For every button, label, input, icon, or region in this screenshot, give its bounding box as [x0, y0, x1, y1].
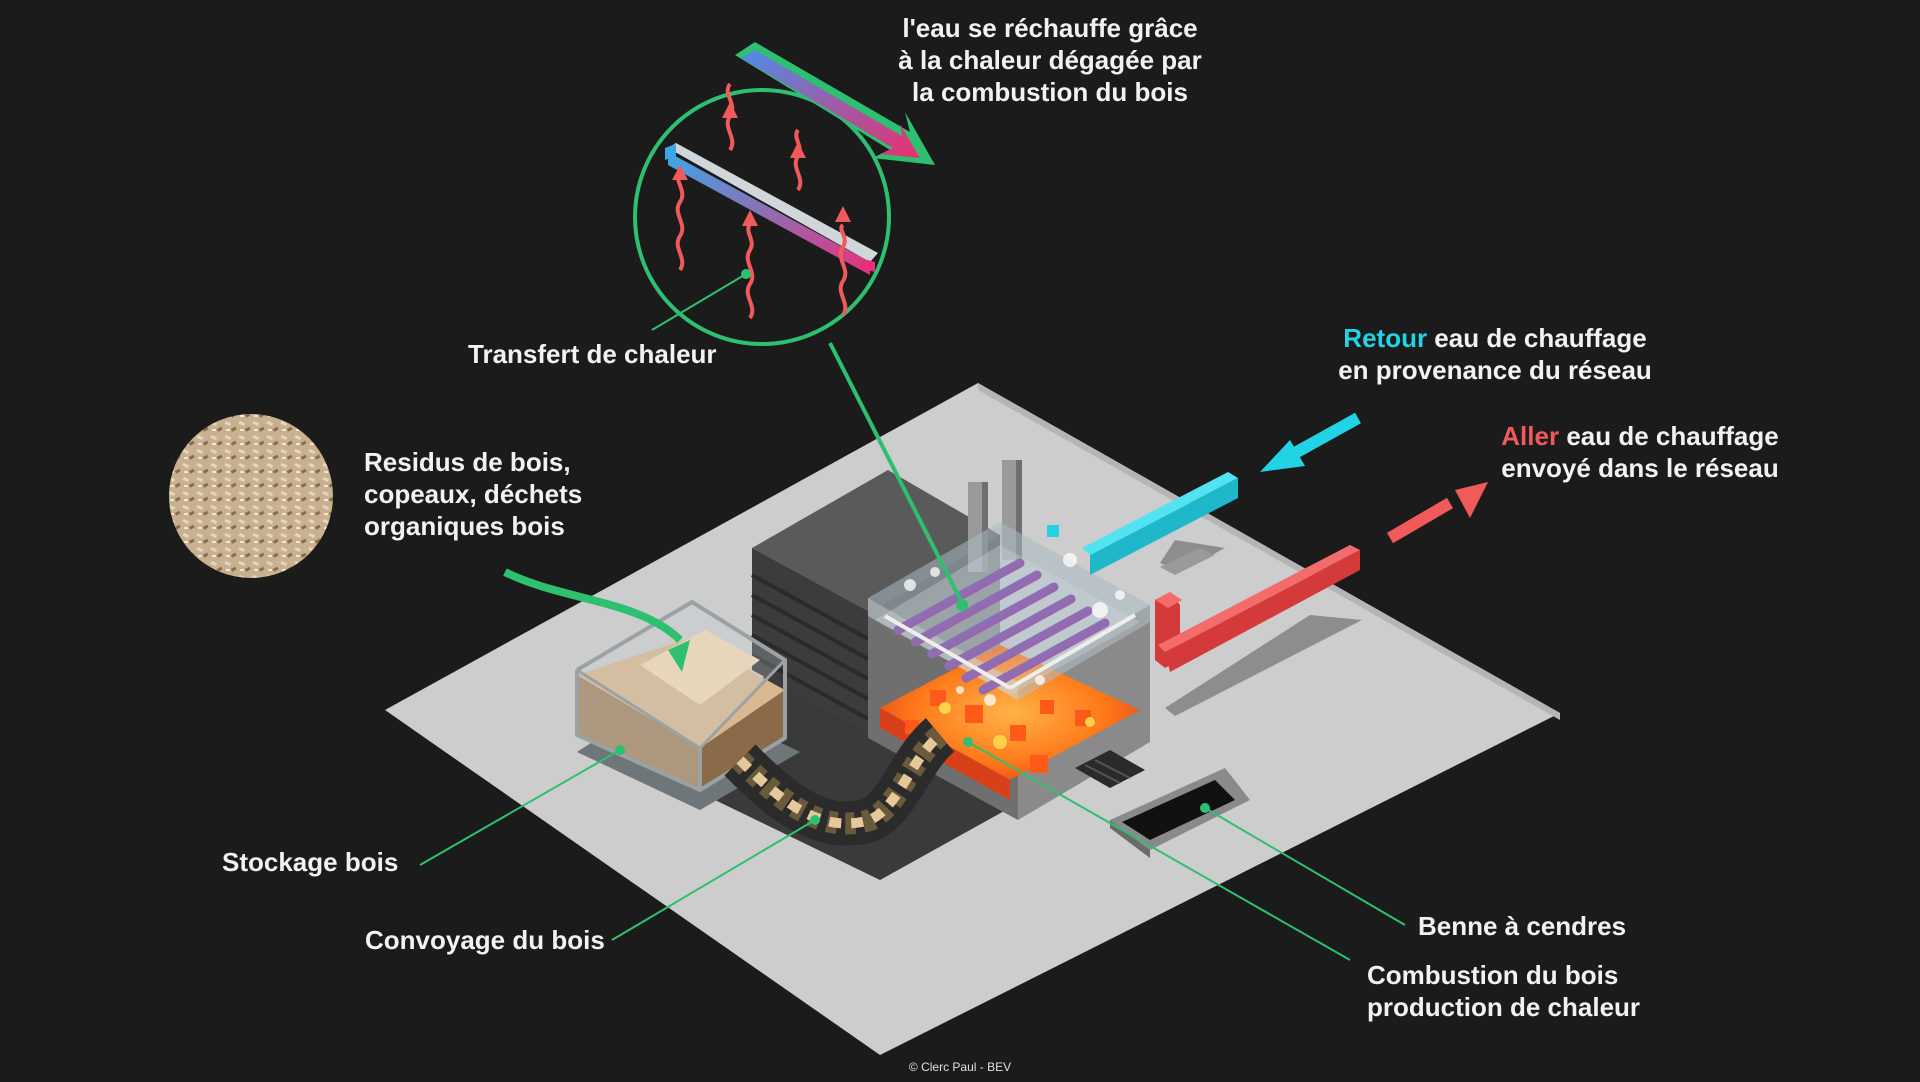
- wood-chips-icon: [169, 414, 333, 578]
- conveyor: [724, 718, 956, 846]
- supply-water-label: Aller eau de chauffage envoyé dans le ré…: [1501, 421, 1779, 483]
- return-pipe: [1082, 472, 1238, 575]
- return-arrow: [1260, 412, 1361, 472]
- supply-pipe: [1155, 545, 1360, 672]
- combustion-label: Combustion du bois production de chaleur: [1367, 960, 1641, 1022]
- fire-chamber: [880, 645, 1140, 780]
- heat-pipe-icon: [665, 143, 878, 275]
- heat-transfer-label: Transfert de chaleur: [468, 339, 717, 369]
- heat-water-label: l'eau se réchauffe grâce à la chaleur dé…: [898, 13, 1202, 107]
- ash-bin: [1075, 750, 1250, 858]
- copyright: © Clerc Paul - BEV: [908, 1060, 1012, 1074]
- return-word: Retour: [1343, 323, 1428, 353]
- storage-label: Stockage bois: [222, 847, 399, 877]
- wood-storage: [575, 599, 800, 810]
- supply-word: Aller: [1501, 421, 1560, 451]
- supply-arrow: [1386, 482, 1488, 544]
- boiler: [868, 522, 1150, 820]
- ash-bin-label: Benne à cendres: [1418, 911, 1627, 941]
- wood-input-label: Residus de bois, copeaux, déchets organi…: [364, 447, 583, 541]
- heat-wave-icon: [675, 82, 848, 320]
- leader-lines: [419, 273, 1406, 961]
- wood-input-arrow: [503, 568, 683, 643]
- conveyor-label: Convoyage du bois: [365, 925, 605, 955]
- heat-transfer-zoom: [633, 82, 891, 346]
- hot-water-arrow: [735, 42, 935, 165]
- return-water-label: Retour eau de chauffage en provenance du…: [1338, 323, 1652, 385]
